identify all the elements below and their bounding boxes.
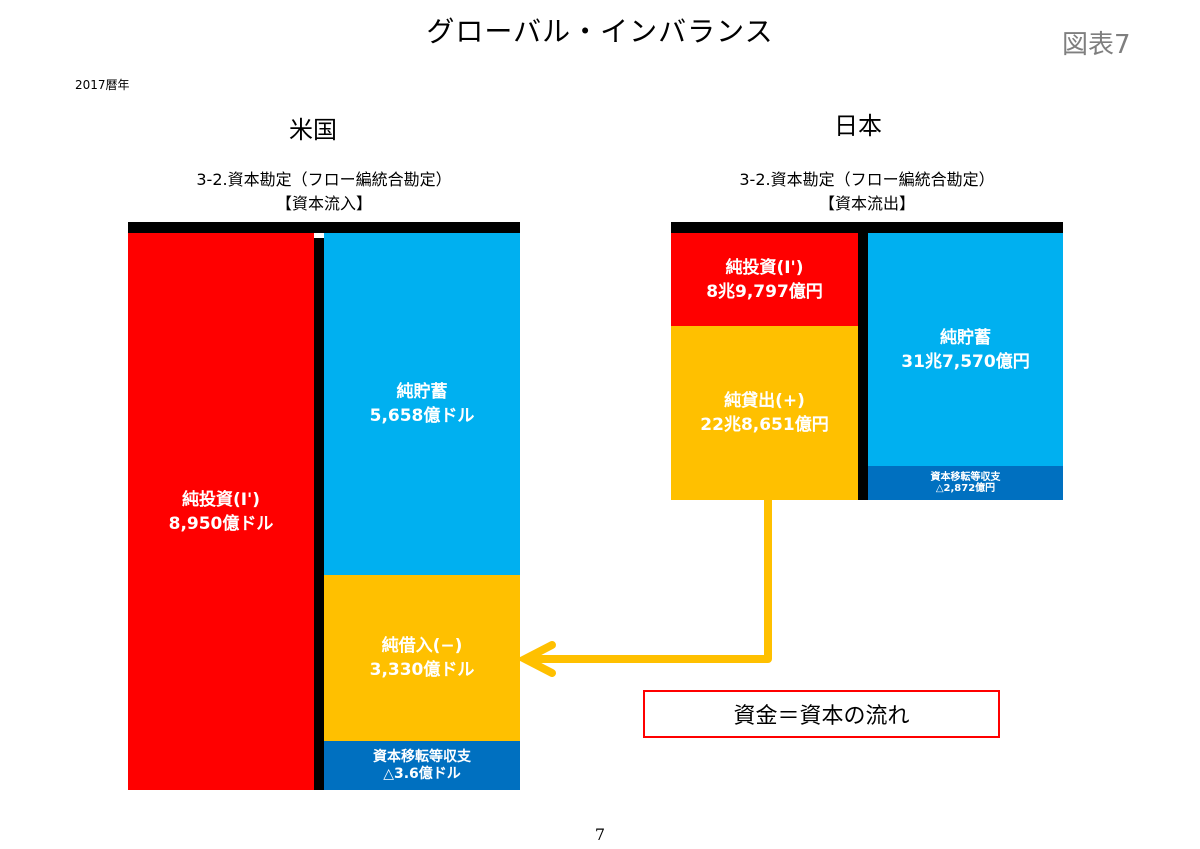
us-net-investment-value: 8,950億ドル [168, 513, 274, 534]
us-top-bar [128, 222, 520, 233]
figure-number: 図表7 [1062, 30, 1131, 60]
japan-net-lending-value: 22兆8,651億円 [700, 415, 829, 435]
japan-net-investment-value: 8兆9,797億円 [706, 281, 823, 302]
us-capital-transfers-label: 資本移転等収支 [373, 748, 471, 765]
japan-net-investment-box: 純投資(I') 8兆9,797億円 [671, 233, 858, 326]
japan-net-lending-label: 純貸出(+) [724, 391, 805, 411]
japan-country-label: 日本 [834, 112, 882, 140]
us-net-borrowing-box: 純借入(−) 3,330億ドル [324, 575, 520, 741]
page-title: グローバル・インバランス [426, 15, 774, 48]
us-capital-transfers-value: △3.6億ドル [383, 765, 461, 782]
us-divider [314, 238, 324, 790]
us-net-investment-box: 純投資(I') 8,950億ドル [128, 233, 314, 790]
capital-flow-note: 資金＝資本の流れ [643, 690, 1000, 738]
japan-net-saving-label: 純貯蓄 [940, 327, 991, 348]
us-net-borrowing-label: 純借入(−) [381, 636, 463, 656]
us-net-saving-label: 純貯蓄 [396, 382, 448, 402]
japan-net-saving-value: 31兆7,570億円 [901, 351, 1030, 372]
us-account-title-line2: 【資本流入】 [275, 194, 372, 213]
japan-net-lending-box: 純貸出(+) 22兆8,651億円 [671, 326, 858, 500]
japan-net-investment-label: 純投資(I') [725, 257, 804, 278]
japan-account-title: 3-2.資本勘定（フロー編統合勘定） 【資本流出】 [657, 168, 1077, 216]
us-account-title-line1: 3-2.資本勘定（フロー編統合勘定） [196, 170, 452, 189]
japan-capital-transfers-box: 資本移転等収支 △2,872億円 [868, 466, 1063, 500]
japan-account-title-line2: 【資本流出】 [818, 194, 915, 213]
us-net-investment-label: 純投資(I') [181, 489, 261, 510]
japan-capital-transfers-label: 資本移転等収支 [930, 472, 1001, 483]
us-net-borrowing-value: 3,330億ドル [369, 660, 475, 680]
us-country-label: 米国 [289, 116, 337, 144]
japan-account-title-line1: 3-2.資本勘定（フロー編統合勘定） [739, 170, 995, 189]
us-capital-transfers-box: 資本移転等収支 △3.6億ドル [324, 741, 520, 790]
japan-net-saving-box: 純貯蓄 31兆7,570億円 [868, 233, 1063, 466]
us-account-title: 3-2.資本勘定（フロー編統合勘定） 【資本流入】 [114, 168, 534, 216]
japan-top-bar [671, 222, 1063, 233]
period-label: 2017暦年 [75, 78, 130, 92]
us-net-saving-value: 5,658億ドル [369, 406, 475, 426]
japan-divider [858, 233, 868, 500]
page-number: 7 [594, 825, 606, 844]
japan-capital-transfers-value: △2,872億円 [935, 483, 996, 494]
us-net-saving-box: 純貯蓄 5,658億ドル [324, 233, 520, 575]
